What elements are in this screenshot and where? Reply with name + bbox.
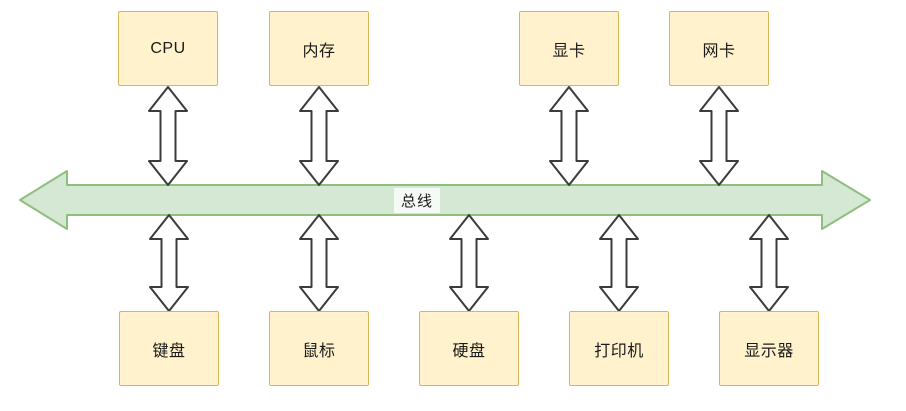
double-arrow-harddisk bbox=[449, 214, 489, 312]
node-memory: 内存 bbox=[269, 11, 369, 86]
double-arrow-nic bbox=[699, 86, 739, 186]
node-nic: 网卡 bbox=[669, 11, 769, 86]
double-arrow-cpu bbox=[148, 86, 188, 186]
node-label: 键盘 bbox=[152, 342, 186, 360]
double-arrow-memory bbox=[299, 86, 339, 186]
node-harddisk: 硬盘 bbox=[419, 311, 519, 386]
double-arrow-gpu bbox=[549, 86, 589, 186]
node-label: 硬盘 bbox=[452, 342, 486, 360]
double-arrow-printer bbox=[599, 214, 639, 312]
node-label: 内存 bbox=[302, 42, 336, 60]
node-label: CPU bbox=[150, 39, 186, 57]
bus-arrow bbox=[19, 170, 871, 230]
double-arrow-keyboard bbox=[149, 214, 189, 312]
node-label: 显卡 bbox=[552, 42, 586, 60]
node-cpu: CPU bbox=[118, 11, 218, 86]
node-printer: 打印机 bbox=[569, 311, 669, 386]
node-label: 打印机 bbox=[594, 342, 644, 360]
node-label: 显示器 bbox=[744, 342, 794, 360]
node-monitor: 显示器 bbox=[719, 311, 819, 386]
node-keyboard: 键盘 bbox=[119, 311, 219, 386]
node-mouse: 鼠标 bbox=[269, 311, 369, 386]
node-label: 鼠标 bbox=[302, 342, 336, 360]
double-arrow-monitor bbox=[749, 214, 789, 312]
bus-label: 总线 bbox=[367, 185, 467, 215]
connector-layer bbox=[148, 86, 789, 312]
node-label: 网卡 bbox=[702, 42, 736, 60]
node-gpu: 显卡 bbox=[519, 11, 619, 86]
bus-label-text: 总线 bbox=[393, 187, 440, 213]
double-arrow-mouse bbox=[299, 214, 339, 312]
